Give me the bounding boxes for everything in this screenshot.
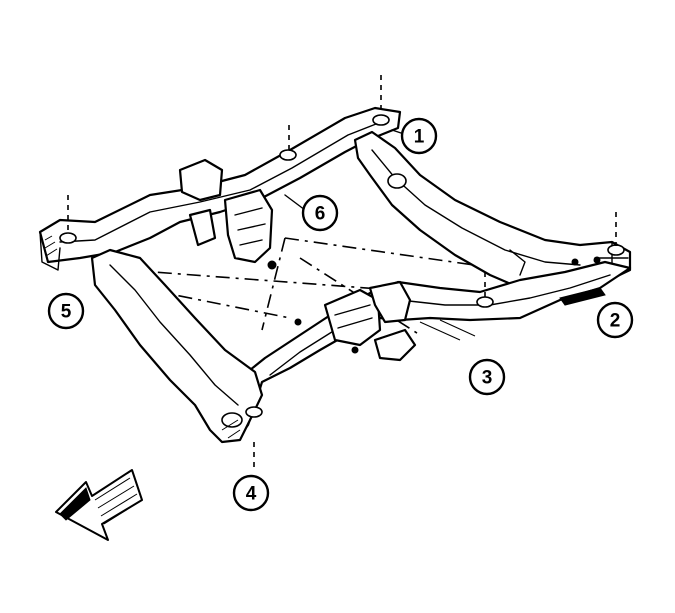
callout-circle-6 bbox=[301, 194, 339, 232]
callout-label-6: 6 bbox=[315, 204, 326, 225]
engine-mount-left bbox=[178, 158, 277, 270]
callout-5: 5 bbox=[47, 292, 85, 330]
callout-label-3: 3 bbox=[482, 368, 493, 389]
callout-label-5: 5 bbox=[61, 302, 72, 323]
callout-circle-1 bbox=[400, 117, 438, 155]
front-crossmember bbox=[218, 260, 632, 442]
front-direction-arrow-icon bbox=[55, 469, 143, 541]
callout-label-4: 4 bbox=[246, 484, 257, 505]
callout-2: 2 bbox=[596, 301, 634, 339]
callouts: 1 2 3 4 5 6 bbox=[47, 117, 634, 512]
bolt-centerlines bbox=[67, 75, 617, 470]
callout-circle-4 bbox=[232, 474, 270, 512]
callout-6: 6 bbox=[301, 194, 339, 232]
callout-circle-5 bbox=[47, 292, 85, 330]
callout-3: 3 bbox=[468, 358, 506, 396]
callout-1: 1 bbox=[400, 117, 438, 155]
callout-circle-3 bbox=[468, 358, 506, 396]
callout-label-2: 2 bbox=[610, 311, 621, 332]
mount-holes bbox=[59, 114, 625, 418]
callout-label-1: 1 bbox=[414, 127, 425, 148]
callout-4: 4 bbox=[232, 474, 270, 512]
engine-mount-right bbox=[294, 280, 417, 362]
callout-circle-2 bbox=[596, 301, 634, 339]
left-lower-rail bbox=[90, 248, 264, 444]
